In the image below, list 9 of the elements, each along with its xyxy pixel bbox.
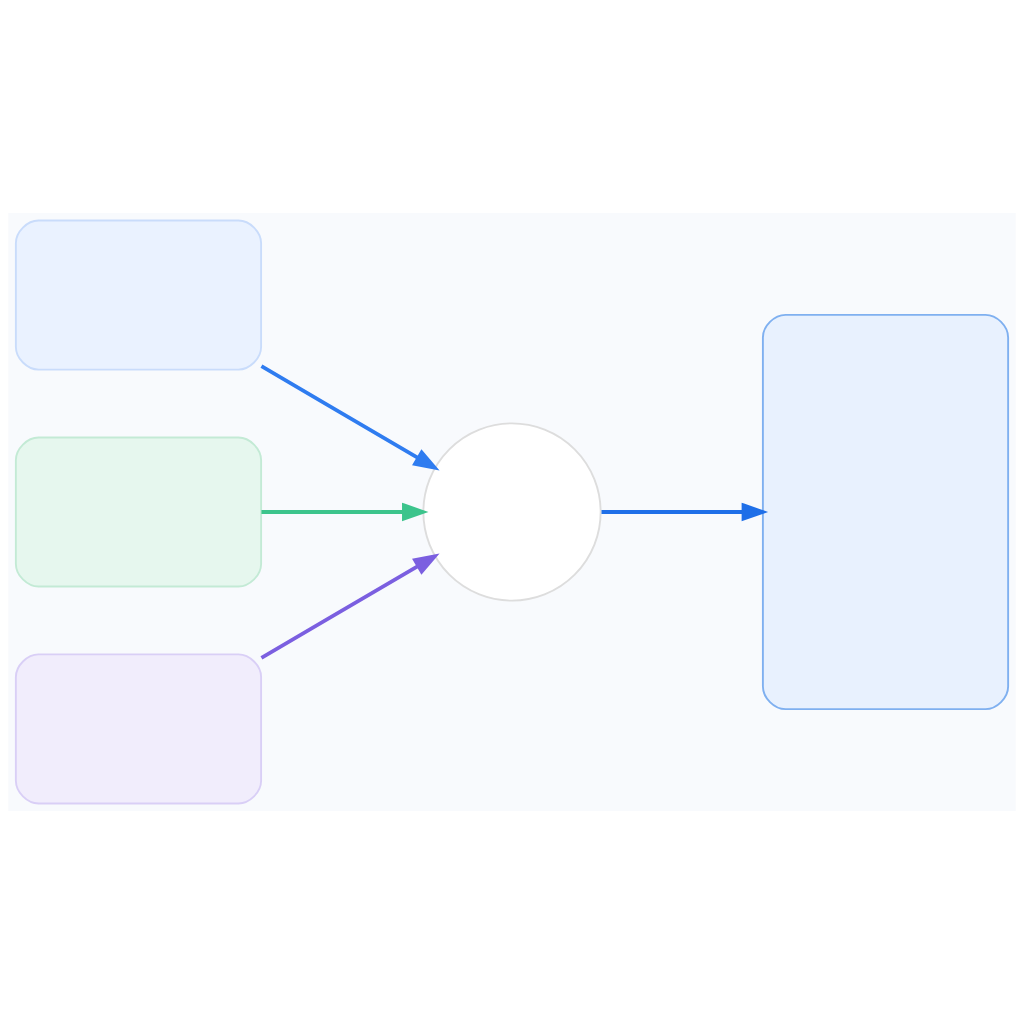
arrow [260, 364, 440, 471]
node-box [14, 219, 263, 371]
node-box [14, 653, 263, 805]
node-box [761, 313, 1010, 711]
arrow [601, 502, 769, 522]
arrow [260, 553, 440, 660]
node-box [14, 436, 263, 588]
arrow [261, 502, 429, 522]
node-circle [422, 422, 602, 602]
